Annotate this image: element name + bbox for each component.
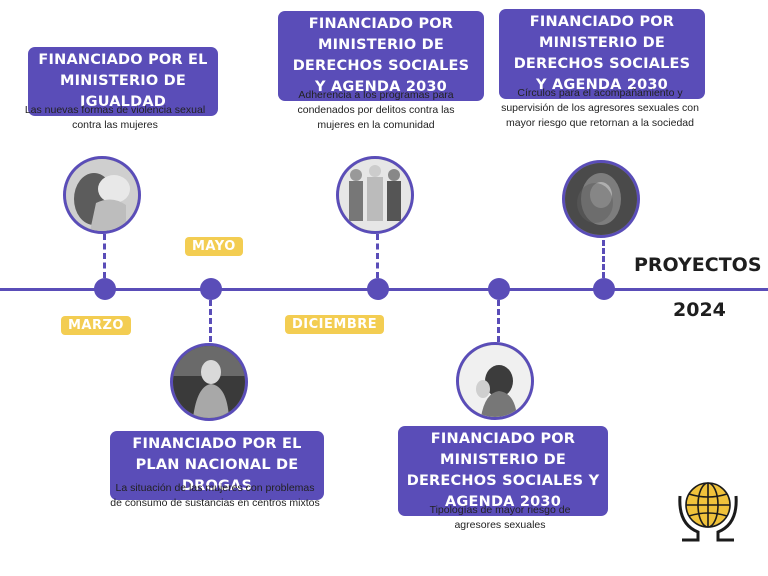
project-description: La situación de las mujeres con problema…	[110, 482, 320, 509]
month-label-diciembre: DICIEMBRE	[285, 315, 385, 334]
page-title: PROYECTOS	[634, 254, 762, 276]
funder-badge: FINANCIADO POR MINISTERIO DE DERECHOS SO…	[398, 426, 608, 516]
timeline-dot	[593, 278, 615, 300]
funder-badge: FINANCIADO POR MINISTERIO DE DERECHOS SO…	[499, 9, 705, 99]
month-label-mayo: MAYO	[185, 237, 243, 256]
project-photo	[170, 343, 248, 421]
project-description: Las nuevas formas de violencia sexual co…	[24, 104, 206, 131]
month-label-marzo: MARZO	[61, 316, 131, 335]
project-description: Tipologías de mayor riesgo de agresores …	[429, 504, 571, 531]
timeline-dot	[200, 278, 222, 300]
timeline-dot	[367, 278, 389, 300]
connector-line	[209, 300, 212, 342]
funder-badge: FINANCIADO POR EL MINISTERIO DE IGUALDAD	[28, 47, 218, 116]
year-label: 2024	[673, 299, 726, 321]
connector-line	[602, 240, 605, 278]
timeline-dot	[488, 278, 510, 300]
project-photo	[456, 342, 534, 420]
project-photo	[562, 160, 640, 238]
project-photo	[336, 156, 414, 234]
funder-badge: FINANCIADO POR MINISTERIO DE DERECHOS SO…	[278, 11, 484, 101]
timeline-dot	[94, 278, 116, 300]
connector-line	[376, 234, 379, 278]
funder-badge: FINANCIADO POR EL PLAN NACIONAL DE DROGA…	[110, 431, 324, 500]
project-photo	[63, 156, 141, 234]
connector-line	[497, 300, 500, 342]
project-description: Adherencia a los programas para condenad…	[297, 89, 455, 131]
project-description: Círculos para el acompañamiento y superv…	[501, 87, 699, 129]
connector-line	[103, 234, 106, 278]
globe-logo-icon	[672, 472, 744, 544]
